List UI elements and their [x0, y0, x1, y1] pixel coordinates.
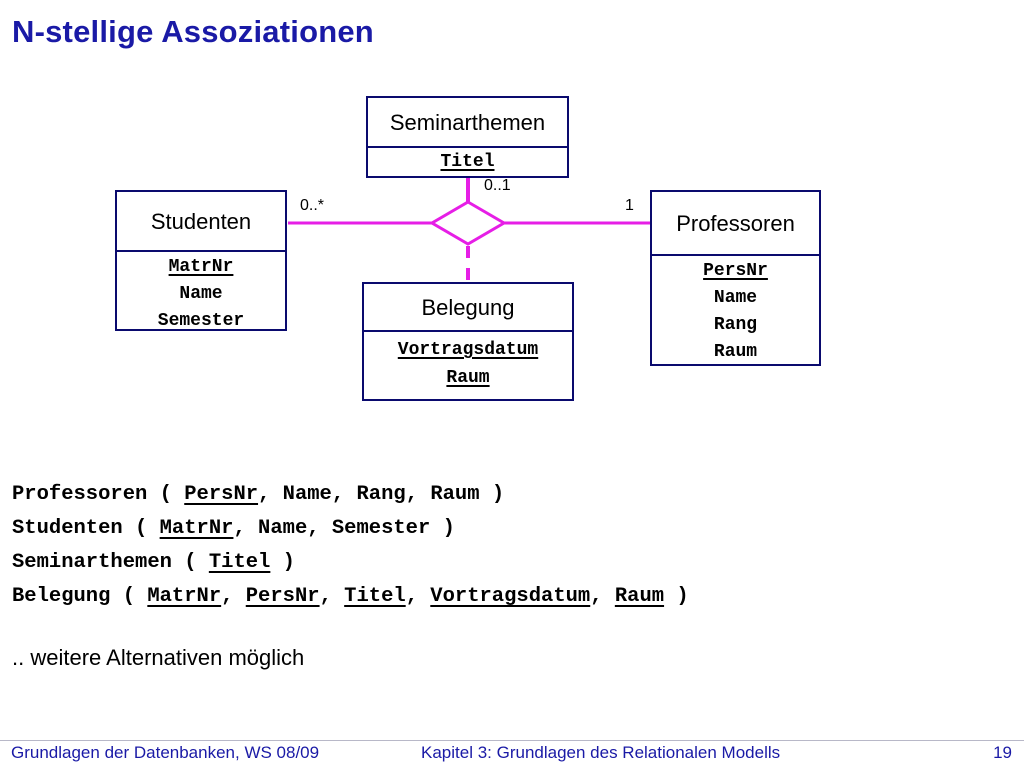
relation-key-attribute: MatrNr [147, 585, 222, 608]
footer-page-number: 19 [993, 743, 1012, 762]
multiplicity-professoren: 1 [625, 197, 634, 214]
key-attribute: Vortragsdatum [397, 340, 539, 360]
entity-name: Studenten [117, 192, 285, 252]
relation-key-attribute: PersNr [245, 585, 320, 608]
relation-attribute: Semester [331, 517, 431, 540]
relation-schema-line: Belegung ( MatrNr, PersNr, Titel, Vortra… [12, 585, 689, 608]
relation-name: Professoren [12, 483, 148, 506]
relation-attribute: Rang [356, 483, 406, 506]
relation-key-attribute: Raum [614, 585, 665, 608]
association-connectors [288, 178, 650, 283]
relation-name: Studenten [12, 517, 123, 540]
entity-name: Professoren [652, 192, 819, 256]
attribute: Raum [713, 342, 758, 362]
alternatives-note: .. weitere Alternativen möglich [12, 645, 305, 670]
relation-key-attribute: Vortragsdatum [430, 585, 591, 608]
footer-course: Grundlagen der Datenbanken, WS 08/09 [11, 743, 320, 762]
attribute: Rang [713, 315, 758, 335]
relational-schema-list: Professoren ( PersNr, Name, Rang, Raum )… [12, 478, 689, 614]
key-attribute: MatrNr [168, 257, 234, 277]
key-attribute: Titel [440, 152, 495, 172]
attribute: Semester [157, 311, 245, 331]
attribute: Name [713, 288, 758, 308]
relation-key-attribute: PersNr [184, 483, 259, 506]
relation-key-attribute: Titel [344, 585, 406, 608]
relation-attribute: Name [282, 483, 332, 506]
relation-key-attribute: Titel [208, 551, 271, 574]
multiplicity-seminarthemen: 0..1 [484, 177, 511, 194]
attribute-list: Titel [368, 148, 567, 177]
multiplicity-studenten: 0..* [300, 197, 325, 214]
entity-name: Seminarthemen [368, 98, 567, 148]
key-attribute: PersNr [703, 261, 768, 281]
footer-chapter: Kapitel 3: Grundlagen des Relationalen M… [421, 743, 781, 762]
relation-schema-line: Professoren ( PersNr, Name, Rang, Raum ) [12, 483, 505, 506]
slide-footer: Grundlagen der Datenbanken, WS 08/09 Kap… [0, 740, 1024, 768]
relation-name: Belegung [12, 585, 111, 608]
attribute: Name [179, 284, 223, 304]
association-diamond [429, 200, 507, 246]
relation-name: Seminarthemen [12, 551, 172, 574]
entity-name: Belegung [364, 284, 572, 332]
relation-schema-line: Studenten ( MatrNr, Name, Semester ) [12, 517, 455, 540]
key-attribute: Raum [446, 368, 490, 388]
relation-attribute: Name [258, 517, 308, 540]
relation-schema-line: Seminarthemen ( Titel ) [12, 551, 295, 574]
slide-title: N-stellige Assoziationen [12, 14, 374, 49]
entity-seminarthemen: Seminarthemen Titel [366, 96, 569, 178]
relation-attribute: Raum [430, 483, 480, 506]
relation-key-attribute: MatrNr [159, 517, 234, 540]
